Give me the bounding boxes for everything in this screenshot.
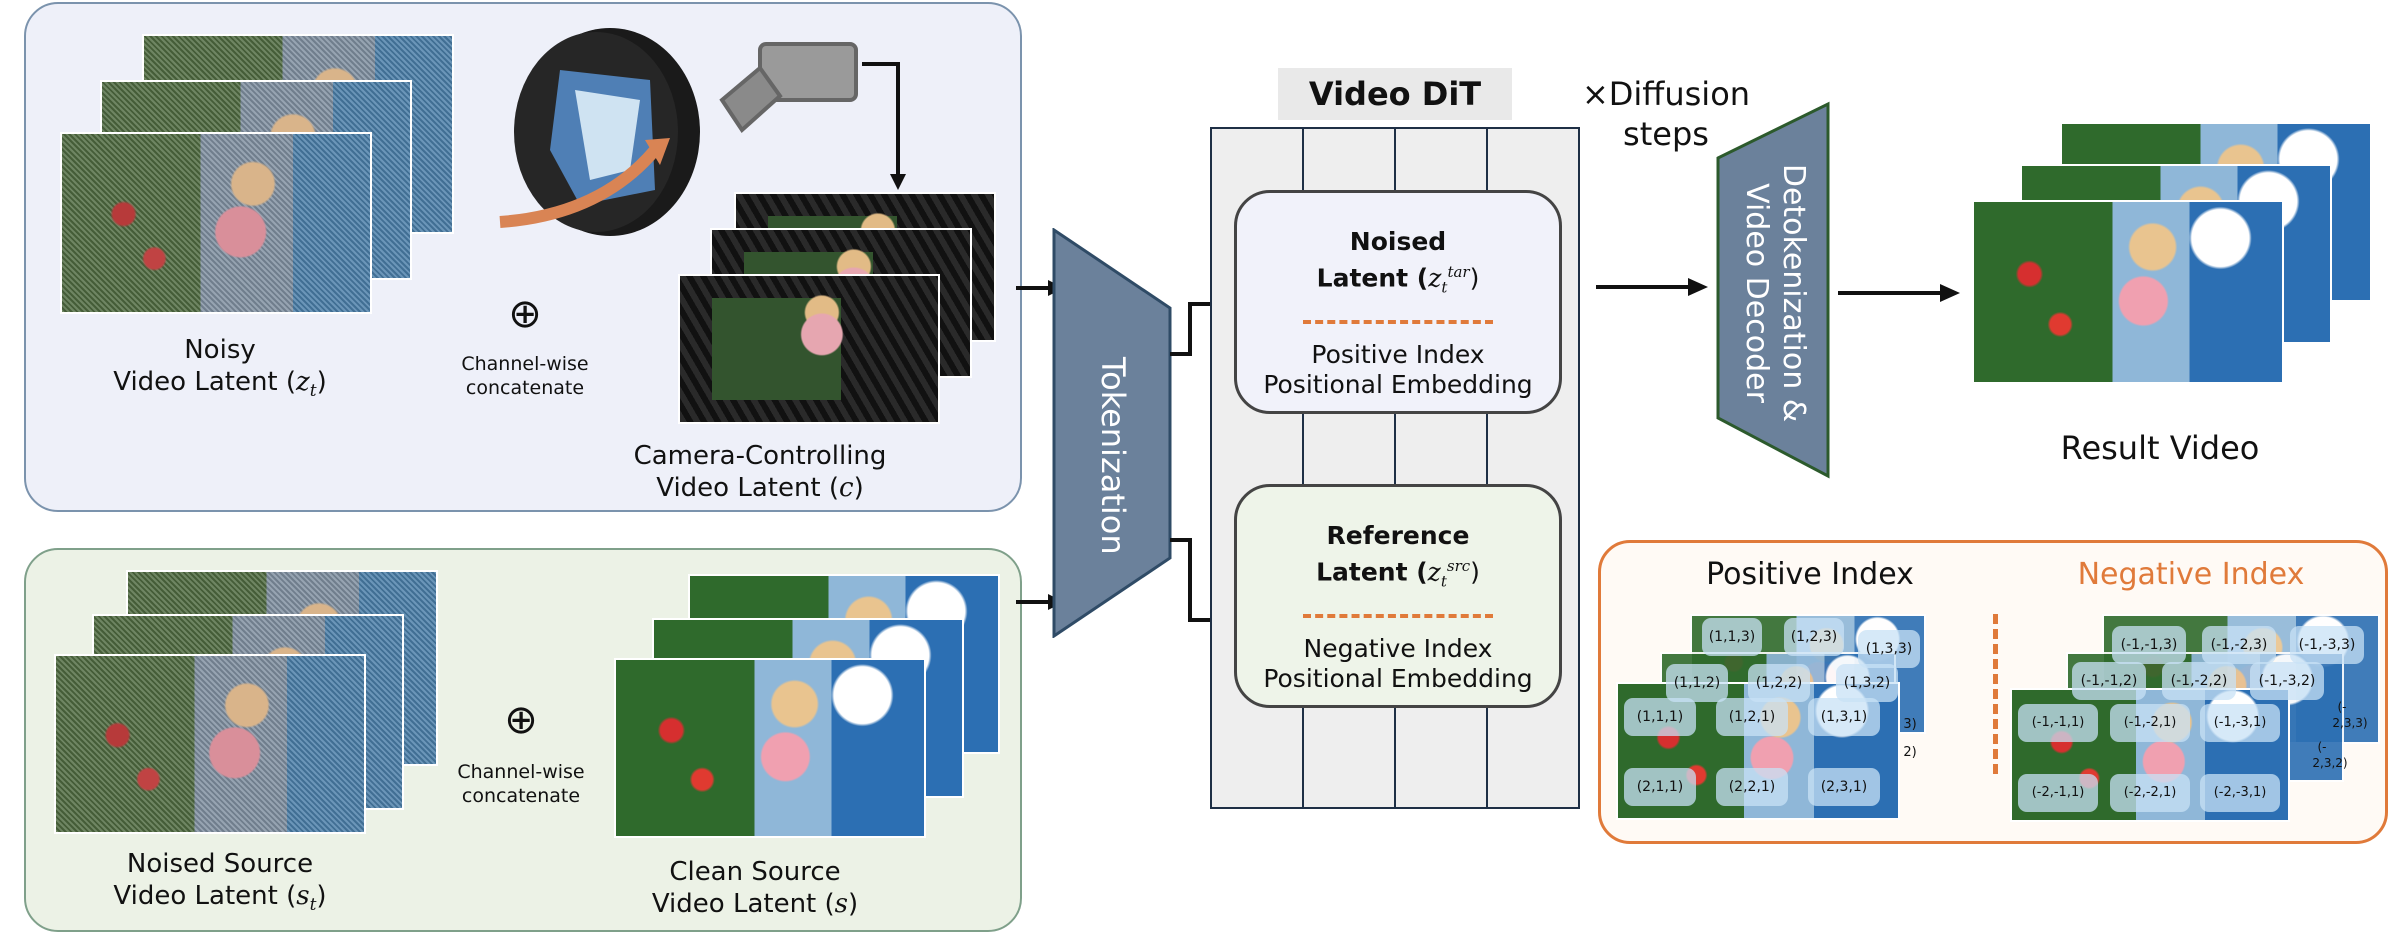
index-cell: (2,2,1) bbox=[1716, 768, 1788, 806]
noised-source-label: Noised Source Video Latent (st) bbox=[113, 849, 327, 916]
index-cell: (- bbox=[2337, 700, 2347, 714]
index-cell: (1,3,1) bbox=[1808, 698, 1880, 736]
clean-source-label: Clean Source Video Latent (s) bbox=[651, 857, 859, 919]
index-cell: (1,1,3) bbox=[1702, 618, 1762, 656]
index-cell: 2,3,2) bbox=[2312, 756, 2348, 770]
concat-icon-bottom: ⊕ bbox=[504, 697, 538, 743]
index-cell: (-1,-3,1) bbox=[2200, 704, 2280, 742]
decoder-to-result-arrow bbox=[1838, 284, 1960, 302]
index-cell: (-1,-3,3) bbox=[2290, 626, 2364, 664]
index-cell: (1,2,2) bbox=[1748, 664, 1810, 702]
index-cell: (1,2,1) bbox=[1716, 698, 1788, 736]
divider-dash bbox=[1303, 614, 1493, 619]
noised-latent-box: Noised Latent (zttar) Positive Index Pos… bbox=[1234, 190, 1562, 414]
dit-column-line bbox=[1394, 129, 1396, 807]
positive-index-title: Positive Index bbox=[1706, 557, 1914, 592]
index-cell: 3) bbox=[1903, 717, 1917, 732]
index-cell: 2) bbox=[1903, 745, 1917, 760]
index-cell: (2,3,1) bbox=[1808, 768, 1880, 806]
warp-disk-icon bbox=[499, 28, 700, 236]
index-cell: (- bbox=[2317, 740, 2327, 754]
decoder-block bbox=[1716, 101, 1830, 479]
noisy-video-label: Noisy Video Latent (zt) bbox=[113, 335, 327, 402]
index-cell: (1,2,3) bbox=[1784, 618, 1844, 656]
dit-column-line bbox=[1302, 129, 1304, 807]
index-cell: (2,1,1) bbox=[1624, 768, 1696, 806]
reference-latent-box: Reference Latent (ztsrc) Negative Index … bbox=[1234, 484, 1562, 708]
camera-latent-label: Camera-Controlling Video Latent (c) bbox=[633, 441, 887, 503]
index-cell: (-1,-1,1) bbox=[2018, 704, 2098, 742]
camera-frame-1 bbox=[678, 274, 940, 424]
dit-column-line bbox=[1486, 129, 1488, 807]
divider-dash bbox=[1303, 320, 1493, 325]
camera-icon bbox=[719, 42, 906, 190]
index-cell: (1,1,2) bbox=[1666, 664, 1728, 702]
result-frame-1 bbox=[1972, 200, 2284, 384]
index-cell: (1,1,1) bbox=[1624, 698, 1696, 736]
tokenization-block bbox=[1052, 228, 1172, 638]
index-cell: (-1,-2,2) bbox=[2162, 662, 2236, 700]
index-cell: (-2,-3,1) bbox=[2200, 774, 2280, 812]
index-cell: (-2,-1,1) bbox=[2018, 774, 2098, 812]
index-cell: 2,3,3) bbox=[2332, 716, 2368, 730]
negative-index-title: Negative Index bbox=[2077, 557, 2305, 592]
index-cell: (-1,-1,3) bbox=[2112, 626, 2186, 664]
index-cell: (-1,-2,1) bbox=[2110, 704, 2190, 742]
index-cell: (1,3,3) bbox=[1858, 630, 1920, 668]
tokenization-label: Tokenization bbox=[1094, 357, 1132, 555]
dit-to-decoder-arrow bbox=[1596, 278, 1708, 296]
index-cell: (1,3,2) bbox=[1836, 664, 1898, 702]
noised-source-frame-1 bbox=[54, 654, 366, 834]
result-video-label: Result Video bbox=[2060, 429, 2260, 467]
decoder-label: Detokenization &Video Decoder bbox=[1739, 163, 1811, 423]
index-divider bbox=[1993, 614, 1998, 774]
index-cell: (-1,-1,2) bbox=[2072, 662, 2146, 700]
index-cell: (-1,-2,3) bbox=[2202, 626, 2276, 664]
index-cell: (-2,-2,1) bbox=[2110, 774, 2190, 812]
index-cell: (-1,-3,2) bbox=[2250, 662, 2324, 700]
concat-icon-top: ⊕ bbox=[508, 291, 542, 337]
noisy-frame-1 bbox=[60, 132, 372, 314]
clean-source-frame-1 bbox=[614, 658, 926, 838]
video-dit-title: Video DiT bbox=[1278, 68, 1512, 120]
